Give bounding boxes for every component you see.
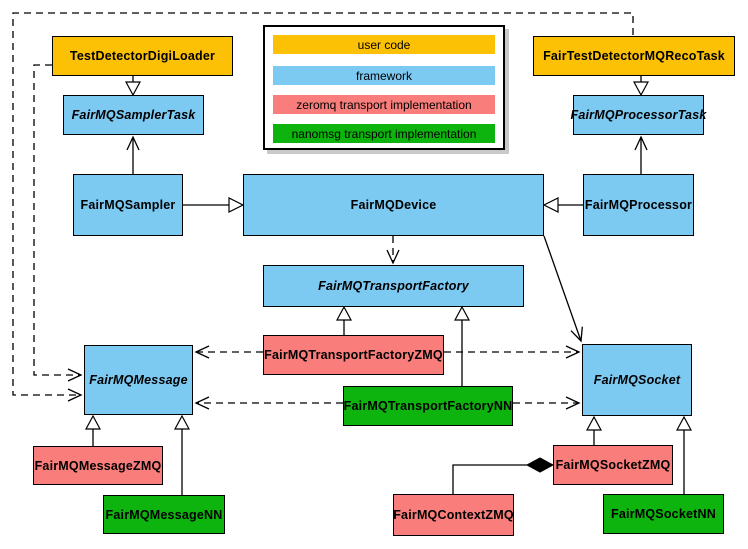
node-fair-test-detector-mq-reco-task: FairTestDetectorMQRecoTask: [533, 36, 735, 76]
triangle-device-right: [542, 197, 559, 213]
triangle-socket-left: [585, 415, 603, 431]
diamond-socketzmq: [525, 457, 555, 473]
node-fairmq-processor: FairMQProcessor: [583, 174, 694, 236]
node-fairmq-socket: FairMQSocket: [582, 344, 692, 416]
edge-recotask-message: [12, 12, 634, 402]
node-fairmq-processor-task: FairMQProcessorTask: [570, 95, 706, 135]
legend-label-framework: framework: [355, 68, 412, 83]
node-fairmq-message-nn: FairMQMessageNN: [103, 495, 225, 534]
node-fairmq-transport-factory-zmq: FairMQTransportFactoryZMQ: [263, 335, 444, 375]
node-fairmq-device: FairMQDevice: [243, 174, 544, 236]
legend-label-nanomsg: nanomsg transport implementation: [291, 126, 477, 141]
triangle-samplertask: [124, 81, 142, 97]
legend-item-zeromq: zeromq transport implementation: [273, 95, 495, 114]
legend: user code framework zeromq transport imp…: [263, 25, 505, 150]
node-fairmq-socket-zmq: FairMQSocketZMQ: [553, 445, 673, 485]
triangle-device-left: [228, 197, 245, 213]
node-fairmq-sampler: FairMQSampler: [73, 174, 183, 236]
triangle-message-left: [84, 414, 102, 430]
triangle-message-right: [173, 414, 191, 430]
node-fairmq-transport-factory-nn: FairMQTransportFactoryNN: [343, 386, 513, 426]
legend-item-framework: framework: [273, 66, 495, 85]
triangle-socket-right: [675, 415, 693, 431]
node-fairmq-message-zmq: FairMQMessageZMQ: [33, 446, 163, 485]
legend-item-nanomsg: nanomsg transport implementation: [273, 124, 495, 143]
edge-digiloader-message: [33, 64, 83, 382]
node-fairmq-socket-nn: FairMQSocketNN: [603, 494, 724, 534]
edge-contextzmq-socketzmq: [452, 464, 527, 494]
node-fairmq-sampler-task: FairMQSamplerTask: [63, 95, 204, 135]
edge-device-socket: [543, 235, 583, 343]
node-test-detector-digi-loader: TestDetectorDigiLoader: [52, 36, 233, 76]
legend-label-user-code: user code: [357, 37, 411, 52]
legend-item-user-code: user code: [273, 35, 495, 54]
node-fairmq-message: FairMQMessage: [84, 345, 193, 415]
node-fairmq-transport-factory: FairMQTransportFactory: [263, 265, 524, 307]
node-fairmq-context-zmq: FairMQContextZMQ: [393, 494, 514, 536]
triangle-processortask: [632, 81, 650, 97]
triangle-transportfactory-left: [335, 305, 353, 321]
legend-label-zeromq: zeromq transport implementation: [296, 97, 472, 112]
triangle-transportfactory-right: [453, 305, 471, 321]
